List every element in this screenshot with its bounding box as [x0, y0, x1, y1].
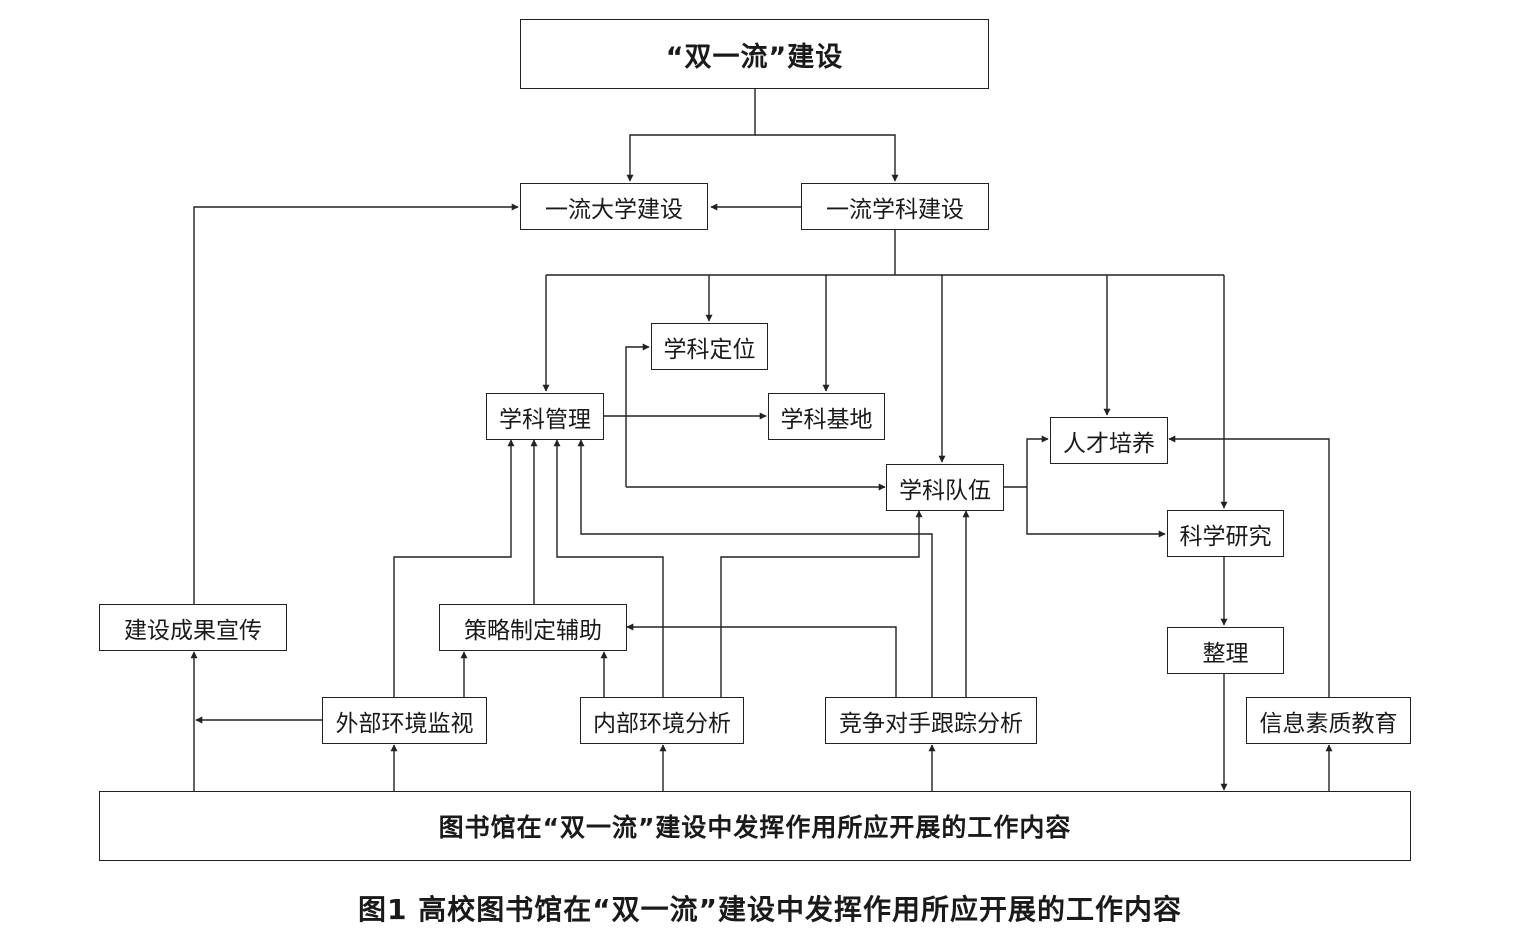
- edge-external-to-management: [393, 439, 515, 697]
- edge-competitor-to-management: [577, 439, 933, 697]
- node-first-class-discipline: 一流学科建设: [801, 183, 989, 230]
- node-library-work-content: 图书馆在“双一流”建设中发挥作用所应开展的工作内容: [99, 791, 1411, 861]
- edge-team-to-research: [1026, 487, 1166, 538]
- node-discipline-base: 学科基地: [768, 393, 885, 440]
- node-discipline-management: 学科管理: [486, 393, 604, 440]
- node-scientific-research: 科学研究: [1167, 510, 1284, 557]
- edge-team-to-talent: [1026, 435, 1049, 487]
- node-discipline-positioning: 学科定位: [651, 323, 768, 370]
- edge-publicity-to-university: [193, 203, 519, 604]
- node-first-class-university: 一流大学建设: [520, 183, 708, 230]
- edge-internal-to-management: [553, 439, 664, 697]
- node-discipline-team: 学科队伍: [886, 464, 1004, 511]
- edge-team-to-positioning: [625, 343, 650, 487]
- node-achievement-publicity: 建设成果宣传: [99, 604, 287, 651]
- edge-top-to-university: [626, 89, 756, 182]
- edge-literacy-to-talent: [1168, 435, 1330, 697]
- figure-caption: 图1 高校图书馆在“双一流”建设中发挥作用所应开展的工作内容: [357, 893, 1183, 926]
- edge-top-to-discipline: [755, 134, 899, 182]
- node-external-monitoring: 外部环境监视: [322, 697, 487, 744]
- node-strategy-assist: 策略制定辅助: [439, 604, 627, 651]
- node-double-first-class: “双一流”建设: [520, 19, 989, 89]
- node-information-literacy: 信息素质教育: [1246, 697, 1411, 744]
- node-internal-analysis: 内部环境分析: [580, 697, 744, 744]
- node-competitor-tracking: 竞争对手跟踪分析: [825, 697, 1037, 744]
- edge-internal-to-team: [720, 510, 923, 697]
- node-organize: 整理: [1167, 627, 1284, 674]
- node-talent-cultivation: 人才培养: [1050, 417, 1168, 464]
- edge-competitor-to-strategy: [626, 623, 897, 697]
